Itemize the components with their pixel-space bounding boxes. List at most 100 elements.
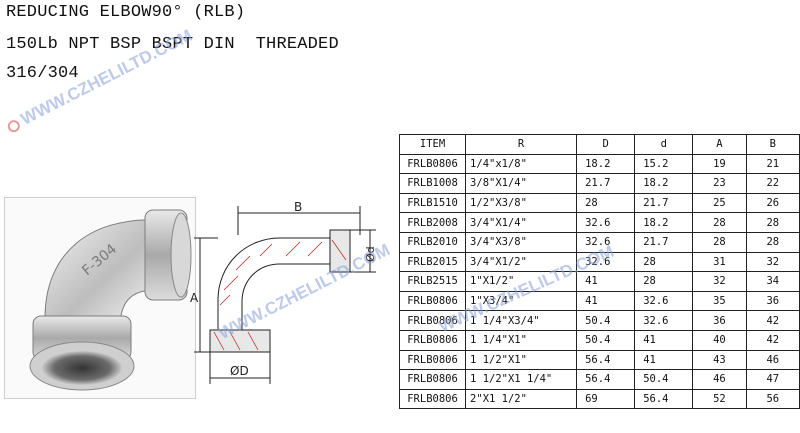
table-cell: 18.2: [634, 173, 694, 194]
table-cell: 35: [692, 290, 747, 312]
product-photo: F-304: [4, 197, 196, 399]
column-header: B: [745, 134, 800, 155]
table-cell: 47: [745, 369, 800, 390]
column-header: A: [692, 134, 747, 155]
table-cell: FRLB0806: [398, 388, 467, 410]
table-cell: 19: [692, 153, 747, 175]
table-cell: 41: [634, 349, 694, 371]
table-cell: 28: [576, 192, 636, 214]
table-cell: 21.7: [634, 192, 694, 214]
table-cell: 32.6: [576, 251, 636, 273]
table-cell: 40: [692, 329, 747, 351]
table-cell: 23: [692, 173, 747, 194]
title-line-3: 316/304: [6, 64, 79, 83]
table-cell: 42: [745, 310, 800, 331]
table-cell: 41: [634, 329, 694, 351]
table-cell: 69: [576, 388, 636, 410]
table-cell: 41: [576, 271, 636, 292]
table-cell: 26: [745, 192, 800, 214]
table-cell: 22: [745, 173, 800, 194]
table-cell: FRLB2015: [398, 251, 467, 273]
table-cell: 36: [692, 310, 747, 331]
table-cell: 36: [745, 290, 800, 312]
label-outer-d: ØD: [230, 364, 249, 378]
dimension-drawing: B A Ød ØD: [190, 200, 390, 395]
table-cell: 1 1/4"X3/4": [465, 310, 578, 331]
table-cell: 1 1/2"X1 1/4": [465, 369, 578, 390]
table-cell: 28: [634, 271, 694, 292]
table-cell: 3/4"X1/2": [465, 251, 578, 273]
table-cell: 52: [692, 388, 747, 410]
table-cell: FRLB0806: [398, 153, 467, 175]
title-line-2: 150Lb NPT BSP BSPT DIN THREADED: [6, 35, 339, 54]
table-cell: 41: [576, 290, 636, 312]
table-cell: 21.7: [634, 231, 694, 253]
table-cell: 50.4: [634, 369, 694, 390]
table-cell: FRLB2010: [398, 231, 467, 253]
table-cell: 31: [692, 251, 747, 273]
table-cell: 21.7: [576, 173, 636, 194]
table-cell: 34: [745, 271, 800, 292]
table-cell: 56.4: [576, 349, 636, 371]
table-cell: 1"X3/4": [465, 290, 578, 312]
table-cell: FRLB0806: [398, 369, 467, 390]
table-cell: 46: [745, 349, 800, 371]
table-cell: 56.4: [634, 388, 694, 410]
table-cell: 56: [745, 388, 800, 410]
label-a: A: [190, 291, 199, 305]
table-cell: 1"X1/2": [465, 271, 578, 292]
table-cell: FRLB1510: [398, 192, 467, 214]
table-cell: 32.6: [576, 231, 636, 253]
table-cell: 46: [692, 369, 747, 390]
table-cell: FRLB2008: [398, 212, 467, 233]
table-cell: 18.2: [634, 212, 694, 233]
table-cell: FRLB2515: [398, 271, 467, 292]
table-cell: 1 1/2"X1": [465, 349, 578, 371]
column-header: d: [634, 134, 694, 155]
table-cell: 28: [745, 231, 800, 253]
elbow-section-drawing: B A Ød ØD: [190, 200, 377, 384]
table-cell: FRLB0806: [398, 349, 467, 371]
table-cell: 21: [745, 153, 800, 175]
table-cell: 28: [634, 251, 694, 273]
table-cell: 28: [692, 231, 747, 253]
table-cell: 3/4"X3/8": [465, 231, 578, 253]
column-header: D: [576, 134, 636, 155]
table-cell: 3/4"X1/4": [465, 212, 578, 233]
table-cell: FRLB0806: [398, 290, 467, 312]
table-cell: 28: [692, 212, 747, 233]
table-cell: 32.6: [634, 310, 694, 331]
table-cell: 1/2"X3/8": [465, 192, 578, 214]
column-header: ITEM: [398, 134, 467, 155]
table-cell: 42: [745, 329, 800, 351]
table-cell: 1 1/4"X1": [465, 329, 578, 351]
label-b: B: [294, 200, 302, 214]
table-cell: 50.4: [576, 310, 636, 331]
column-header: R: [465, 134, 578, 155]
title-line-1: REDUCING ELBOW90° (RLB): [6, 3, 246, 22]
table-cell: 50.4: [576, 329, 636, 351]
table-cell: 2"X1 1/2": [465, 388, 578, 410]
table-cell: 1/4"x1/8": [465, 153, 578, 175]
elbow-photo-graphic: F-304: [29, 209, 192, 391]
table-cell: 32: [692, 271, 747, 292]
table-cell: 3/8"X1/4": [465, 173, 578, 194]
table-cell: 32.6: [634, 290, 694, 312]
label-d: Ød: [364, 246, 377, 262]
table-cell: FRLB0806: [398, 310, 467, 331]
table-cell: 32.6: [576, 212, 636, 233]
watermark-logo-icon: [5, 117, 22, 134]
